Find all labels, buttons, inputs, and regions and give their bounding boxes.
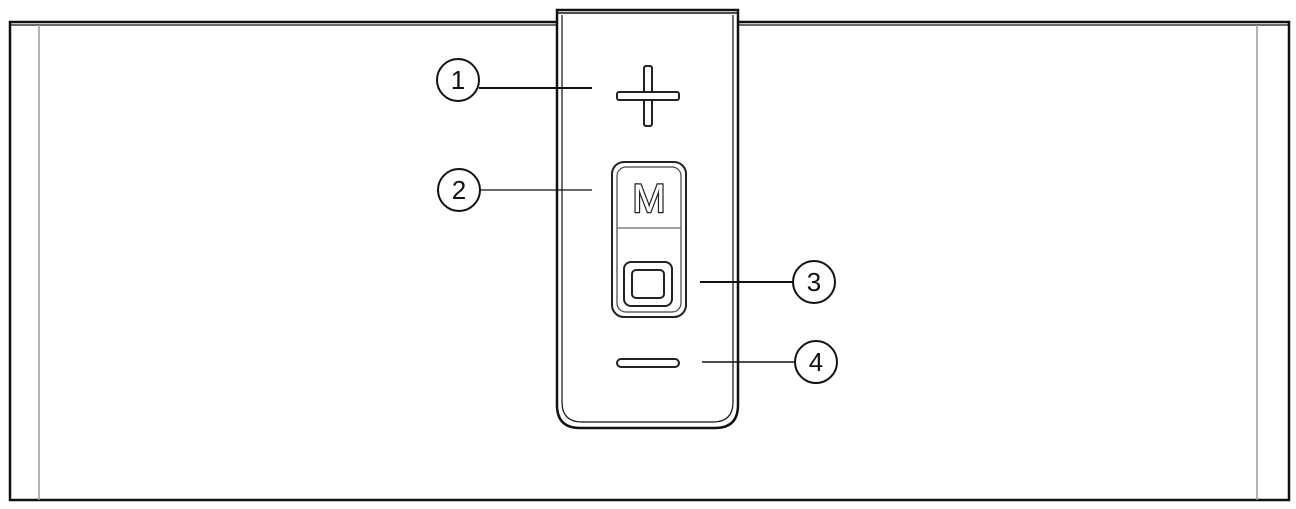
minus-icon (616, 358, 680, 368)
mode-button-letter: M (632, 177, 665, 221)
callout-2-number: 2 (452, 175, 466, 205)
callout-4: 4 (702, 340, 838, 384)
callout-3: 3 (700, 260, 836, 304)
callout-3-number: 3 (807, 267, 821, 297)
plus-icon-center-fill (645, 93, 651, 99)
callout-1: 1 (436, 58, 592, 102)
callout-1-number: 1 (451, 65, 465, 95)
callout-4-number: 4 (809, 347, 823, 377)
callout-1-circle (436, 58, 480, 102)
callout-3-circle (792, 260, 836, 304)
callout-2-circle (437, 168, 481, 212)
mode-button[interactable]: M (631, 176, 667, 222)
plus-button[interactable] (616, 65, 680, 127)
power-icon-inner (631, 269, 665, 299)
control-strip-inner-edge (561, 15, 734, 423)
power-button[interactable] (623, 261, 673, 307)
callout-4-circle (794, 340, 838, 384)
callout-2: 2 (437, 168, 592, 212)
minus-button[interactable] (616, 358, 680, 368)
